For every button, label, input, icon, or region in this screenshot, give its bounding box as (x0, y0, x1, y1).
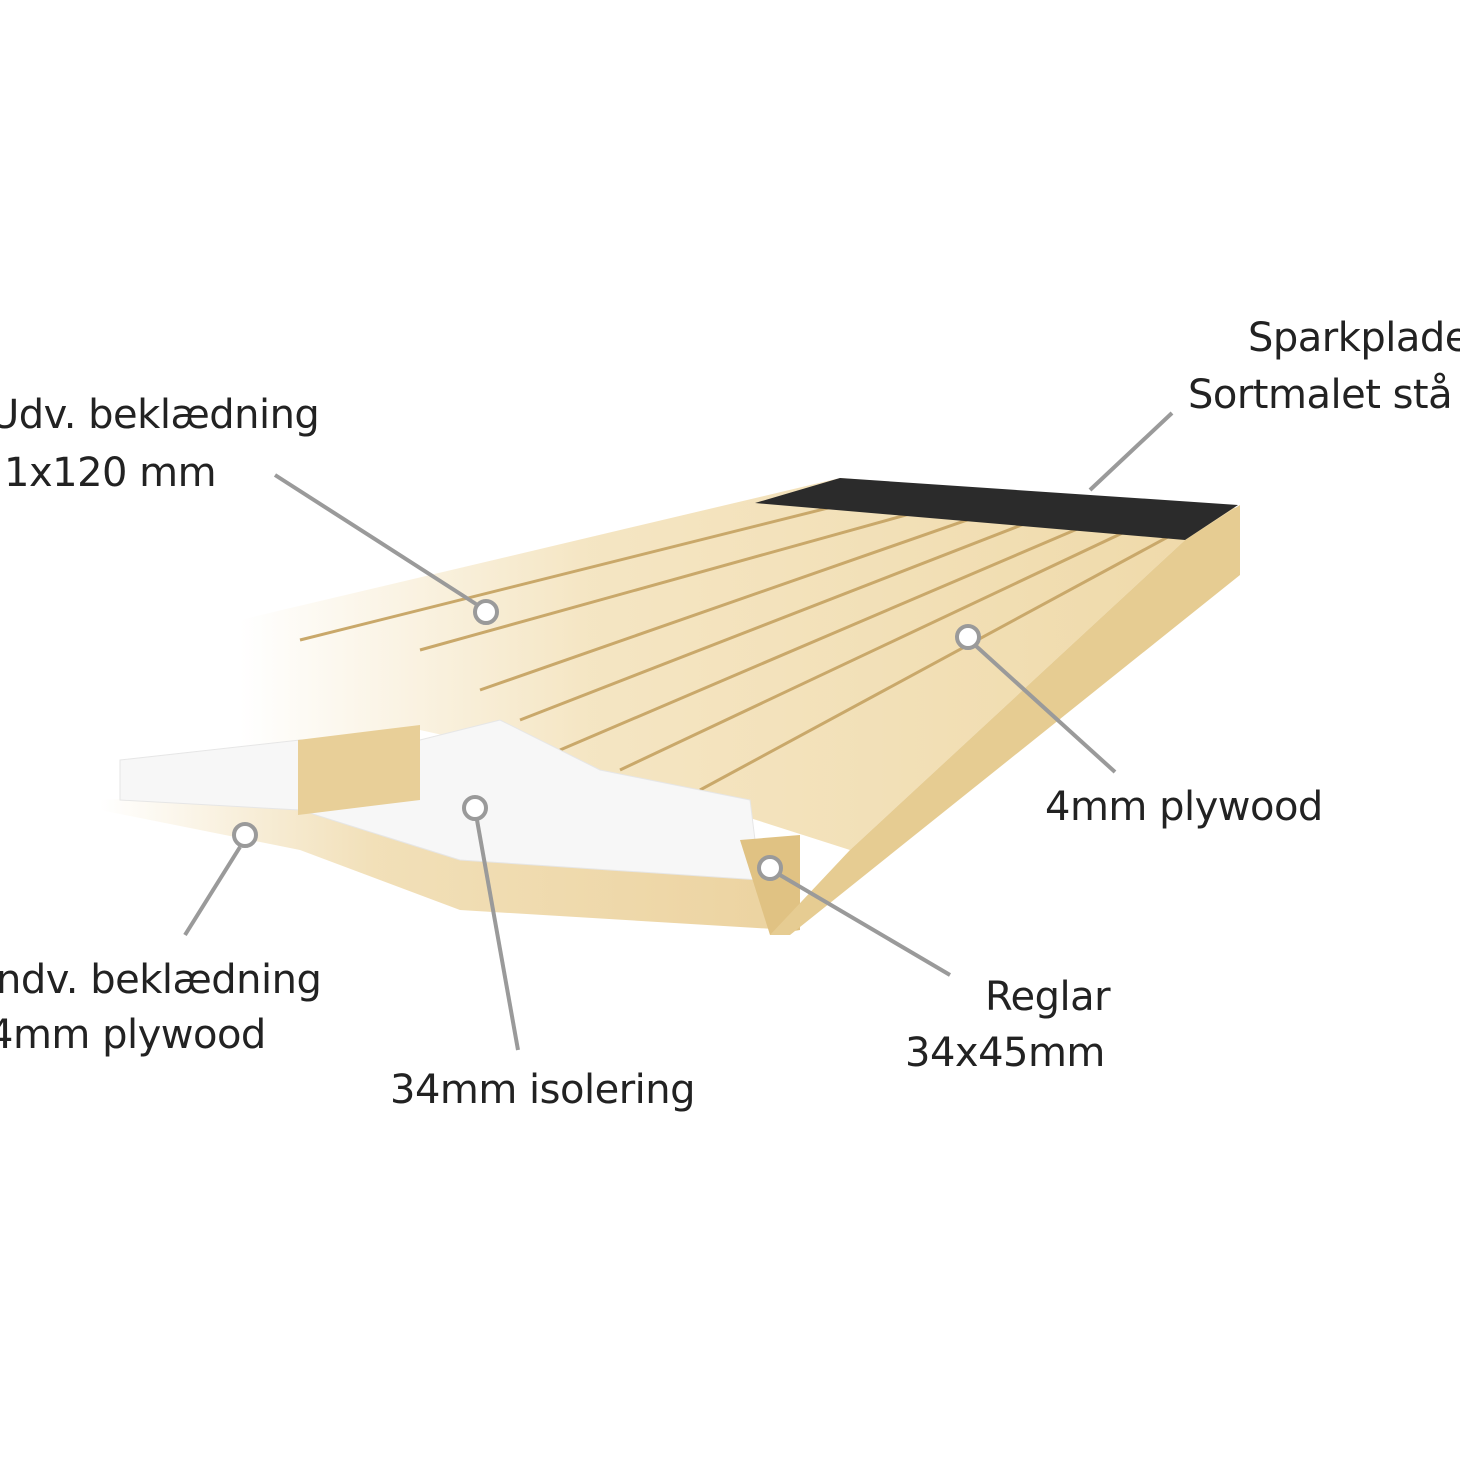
label-outer-cladding-size: 1x120 mm (4, 450, 217, 496)
label-insulation: 34mm isolering (390, 1067, 696, 1113)
stud (298, 725, 420, 815)
panel-edge (770, 505, 1240, 935)
kick-plate (755, 478, 1238, 540)
label-sparkplade: Sparkplade (1248, 315, 1460, 361)
label-reglar-size: 34x45mm (905, 1030, 1105, 1076)
label-sparkplade-material: Sortmalet stå (1188, 372, 1453, 418)
inner-cladding (100, 790, 790, 930)
label-inner-cladding-material: 4mm plywood (0, 1012, 266, 1058)
label-reglar: Reglar (985, 974, 1111, 1020)
label-outer-cladding: Udv. beklædning (0, 392, 320, 438)
stud-end (740, 835, 800, 935)
leader-lines (183, 411, 1174, 1051)
label-plywood-top: 4mm plywood (1045, 784, 1323, 830)
outer-cladding-surface (240, 478, 1238, 850)
board-grooves (299, 488, 1191, 792)
label-inner-cladding: ndv. beklædning (0, 957, 322, 1003)
